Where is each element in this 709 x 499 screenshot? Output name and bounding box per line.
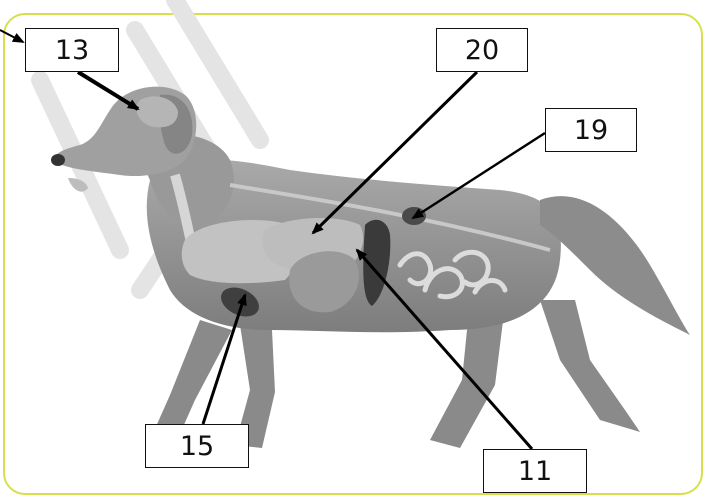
spine: [229, 183, 551, 252]
arrow-13-offpage: [0, 29, 25, 43]
arrow-15: [201, 293, 247, 425]
arrow-19: [411, 131, 546, 220]
arrow-13: [76, 70, 140, 111]
label-13-head: 13: [25, 28, 119, 72]
label-15-heart: 15: [145, 424, 249, 468]
dog-legs: [150, 300, 640, 448]
dog-tail: [540, 196, 690, 335]
label-20-liver: 20: [436, 28, 528, 72]
arrow-20: [311, 70, 479, 235]
arrow-11: [355, 248, 534, 450]
dog-tongue: [68, 178, 88, 192]
diagram-frame: [3, 13, 703, 495]
label-19-kidney: 19: [545, 108, 637, 152]
stomach: [289, 251, 359, 313]
dog-nose: [51, 154, 65, 166]
dog-brain: [136, 96, 178, 128]
spleen: [363, 219, 391, 306]
intestines: [397, 249, 508, 300]
label-11-stomach: 11: [483, 449, 587, 493]
